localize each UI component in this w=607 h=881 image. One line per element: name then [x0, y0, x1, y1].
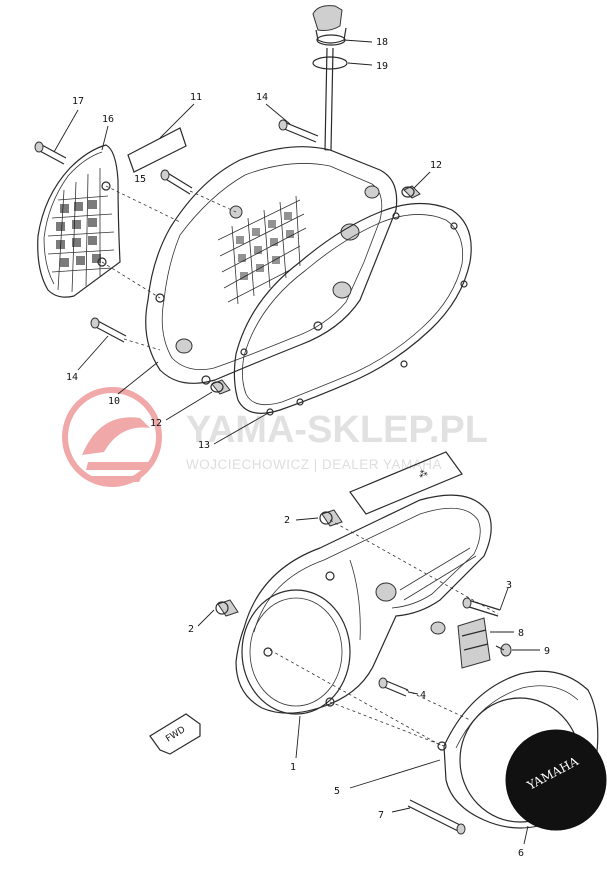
watermark-logo-icon	[62, 387, 162, 487]
part-15-screw	[160, 169, 193, 195]
callout-12-lower: 12	[150, 418, 162, 429]
callout-1: 1	[290, 762, 296, 773]
callout-5: 5	[334, 786, 340, 797]
part-14-screw-upper	[278, 119, 319, 143]
watermark: YAMA-SKLEP.PL WOJCIECHOWICZ | DEALER YAM…	[62, 387, 488, 487]
callout-9: 9	[544, 646, 550, 657]
part-9-screw	[495, 643, 512, 657]
fwd-arrow-tag: FWD	[149, 713, 201, 755]
part-7-screw	[407, 799, 466, 835]
callout-7: 7	[378, 810, 384, 821]
callout-4: 4	[420, 690, 426, 701]
part-1-crankcase-cover	[235, 494, 492, 715]
part-11-label-plate	[127, 127, 187, 173]
callouts: 18 19 17 16 11 14 15 12 14 10 12 13	[53, 37, 550, 859]
assembly-lines-upper	[101, 185, 237, 351]
part-13-gasket	[233, 202, 472, 416]
callout-2-lower: 2	[188, 624, 194, 635]
part-16-grill-cover	[37, 144, 121, 298]
callout-15: 15	[134, 174, 146, 185]
part-12-dowel-pin-lower	[210, 379, 231, 395]
callout-13: 13	[198, 440, 210, 451]
watermark-brand: YAMA-SKLEP.PL	[186, 409, 488, 451]
part-19-o-ring	[312, 56, 348, 70]
callout-2-upper: 2	[284, 515, 290, 526]
caution-label: ⁂	[349, 451, 463, 515]
callout-14-upper: 14	[256, 92, 268, 103]
dipstick	[324, 47, 334, 151]
part-3-screw	[462, 597, 501, 617]
callout-8: 8	[518, 628, 524, 639]
callout-14-lower: 14	[66, 372, 78, 383]
part-14-screw-lower	[90, 317, 127, 343]
part-4-screw	[378, 677, 409, 697]
part-12-dowel-pin-upper	[401, 185, 421, 199]
watermark-subtitle: WOJCIECHOWICZ | DEALER YAMAHA	[186, 457, 442, 472]
caution-label-text: ⁂	[417, 467, 429, 481]
part-18-oil-filler-cap	[312, 5, 347, 46]
part-8-bracket	[457, 617, 491, 669]
part-6-yamaha-emblem: YAMAHA	[505, 729, 607, 831]
callout-17: 17	[72, 96, 84, 107]
callout-10: 10	[108, 396, 120, 407]
callout-19: 19	[376, 61, 388, 72]
part-2-dowel-pin-upper	[319, 509, 343, 527]
callout-3: 3	[506, 580, 512, 591]
fwd-tag-text: FWD	[164, 725, 187, 745]
callout-6: 6	[518, 848, 524, 859]
assembly-lines-lower	[269, 519, 499, 747]
callout-18: 18	[376, 37, 388, 48]
callout-16: 16	[102, 114, 114, 125]
part-10-crankcase-cover	[145, 146, 398, 385]
part-2-dowel-pin-lower	[215, 599, 239, 617]
callout-11: 11	[190, 92, 202, 103]
part-17-screw	[34, 141, 67, 165]
callout-12-upper: 12	[430, 160, 442, 171]
